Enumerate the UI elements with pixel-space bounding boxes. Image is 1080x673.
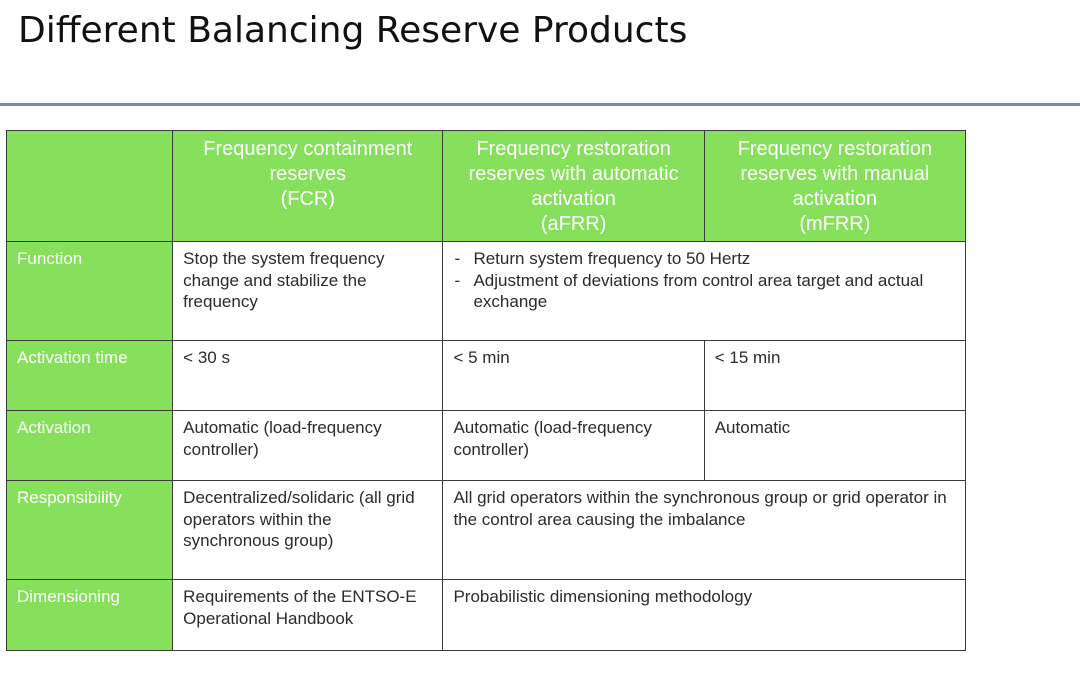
activation-afrr-cell: Automatic (load-frequency controller): [442, 410, 705, 481]
header-mfrr: Frequency restoration reserves with manu…: [703, 130, 967, 242]
header-afrr-line: reserves with automatic: [468, 163, 679, 185]
title-divider: [0, 103, 1080, 106]
function-fcr-cell: Stop the system frequency change and sta…: [172, 241, 444, 341]
row-label-function: Function: [5, 241, 174, 341]
table-row-activation-time: Activation time < 30 s < 5 min < 15 min: [5, 340, 967, 411]
header-afrr-line: Frequency restoration: [476, 138, 671, 160]
activation-time-afrr-cell: < 5 min: [442, 340, 705, 411]
header-mfrr-line: Frequency restoration: [737, 138, 933, 160]
table-row-dimensioning: Dimensioning Requirements of the ENTSO-E…: [5, 579, 966, 651]
activation-time-fcr-cell: < 30 s: [172, 340, 444, 411]
header-corner-cell: [5, 130, 174, 242]
activation-time-mfrr-cell: < 15 min: [703, 340, 967, 411]
list-item: Adjustment of deviations from control ar…: [453, 270, 955, 313]
table-row-function: Function Stop the system frequency chang…: [5, 241, 966, 341]
activation-fcr-cell: Automatic (load-frequency controller): [172, 410, 444, 481]
function-frr-list: Return system frequency to 50 Hertz Adju…: [453, 248, 955, 313]
row-label-dimensioning: Dimensioning: [5, 579, 174, 651]
header-fcr-line: (FCR): [280, 188, 336, 210]
header-mfrr-line: reserves with manual: [740, 163, 930, 185]
slide-title: Different Balancing Reserve Products: [18, 10, 688, 51]
table-row-activation: Activation Automatic (load-frequency con…: [5, 410, 967, 481]
header-afrr-line: (aFRR): [540, 213, 607, 235]
header-row: Frequency containment reserves (FCR) Fre…: [5, 130, 967, 242]
header-mfrr-line: (mFRR): [799, 213, 871, 235]
header-afrr-line: activation: [531, 188, 616, 210]
table-row-responsibility: Responsibility Decentralized/solidaric (…: [5, 480, 966, 580]
activation-mfrr-cell: Automatic: [703, 410, 967, 481]
reserves-table: Frequency containment reserves (FCR) Fre…: [5, 130, 967, 651]
header-fcr-line: reserves: [269, 163, 347, 185]
header-mfrr-line: activation: [792, 188, 878, 210]
dimensioning-fcr-cell: Requirements of the ENTSO-E Operational …: [172, 579, 444, 651]
responsibility-frr-cell: All grid operators within the synchronou…: [442, 480, 966, 580]
header-fcr: Frequency containment reserves (FCR): [172, 130, 444, 242]
list-item: Return system frequency to 50 Hertz: [453, 248, 955, 270]
row-label-responsibility: Responsibility: [5, 480, 174, 580]
dimensioning-frr-cell: Probabilistic dimensioning methodology: [442, 579, 966, 651]
responsibility-fcr-cell: Decentralized/solidaric (all grid operat…: [172, 480, 444, 580]
row-label-activation: Activation: [5, 410, 174, 481]
header-afrr: Frequency restoration reserves with auto…: [442, 130, 705, 242]
row-label-activation-time: Activation time: [5, 340, 174, 411]
function-frr-cell: Return system frequency to 50 Hertz Adju…: [442, 241, 966, 341]
header-fcr-line: Frequency containment: [203, 138, 413, 160]
